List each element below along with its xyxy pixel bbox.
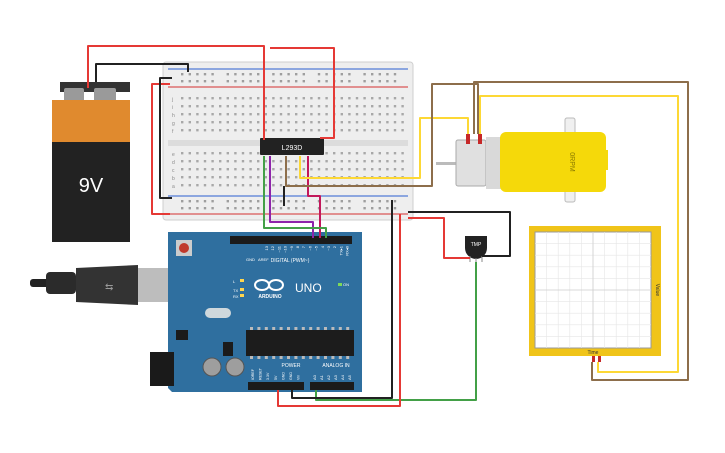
breadboard-row-labels: j i h g f e d c b a bbox=[171, 97, 175, 190]
tmp-label: TMP bbox=[471, 242, 482, 248]
digital-pin-label: 4 bbox=[320, 245, 325, 248]
row-label-i: i bbox=[172, 105, 173, 111]
wire-red-5v bbox=[277, 214, 401, 407]
digital-pin-label: ~6 bbox=[307, 245, 312, 250]
on-label: ON bbox=[343, 282, 349, 287]
power-pin-label: GND bbox=[281, 372, 285, 380]
power-header[interactable] bbox=[248, 382, 304, 390]
wire-battery-negative bbox=[95, 63, 189, 82]
row-label-d: d bbox=[172, 160, 175, 166]
plotter[interactable]: Time Value bbox=[529, 226, 661, 362]
led-tx-label: TX bbox=[233, 288, 238, 293]
temperature-sensor[interactable]: TMP bbox=[465, 236, 487, 264]
wire-rail-left-black bbox=[159, 77, 172, 199]
atmega-chip bbox=[246, 330, 354, 356]
l293d-chip[interactable]: L293D bbox=[260, 138, 324, 155]
motor-rpm-label: 0RPM bbox=[568, 152, 575, 172]
digital-pin-label: TX▸1 bbox=[338, 245, 343, 255]
digital-header[interactable] bbox=[230, 236, 352, 244]
analog-pin-label: A4 bbox=[340, 374, 345, 380]
wire-yellow-plotter bbox=[479, 95, 679, 373]
wire-brown-motor bbox=[285, 83, 479, 187]
analog-pin-label: A1 bbox=[319, 374, 324, 380]
reset-button[interactable] bbox=[179, 243, 189, 253]
row-label-a: a bbox=[172, 184, 175, 190]
wire-red-top-chip bbox=[270, 47, 335, 139]
wire-green-a0 bbox=[315, 262, 477, 401]
power-pin-label: 3.3V bbox=[266, 372, 270, 380]
analog-pin-label: A0 bbox=[312, 374, 317, 380]
analog-pin-label: A3 bbox=[333, 374, 338, 380]
row-label-b: b bbox=[172, 176, 175, 182]
wire-black-tmp bbox=[408, 211, 511, 257]
digital-header-label: DIGITAL (PWM~) bbox=[271, 258, 310, 264]
analog-header[interactable] bbox=[310, 382, 354, 390]
wire-black-gnd bbox=[291, 200, 393, 399]
wire-magenta bbox=[307, 156, 321, 238]
digital-pin-label: 13 bbox=[264, 245, 269, 250]
row-label-e: e bbox=[172, 152, 175, 158]
digital-pin-label: RX◂0 bbox=[345, 245, 350, 256]
power-pin-label: GND bbox=[289, 372, 293, 380]
power-jack[interactable] bbox=[150, 352, 174, 386]
usb-cable: ⇆ bbox=[30, 265, 172, 305]
wire-red-tmp bbox=[408, 217, 470, 259]
analog-pin-label: A5 bbox=[347, 374, 352, 380]
wire-purple bbox=[269, 156, 314, 238]
battery-label: 9V bbox=[79, 175, 104, 197]
wire-brown-plotter bbox=[473, 81, 689, 381]
brand-label: ARDUINO bbox=[258, 294, 281, 300]
wire-yellow-motor bbox=[299, 117, 469, 179]
model-label: UNO bbox=[295, 281, 322, 295]
wire-green-chip bbox=[263, 156, 327, 238]
dc-motor[interactable]: 0RPM bbox=[436, 117, 608, 203]
digital-pin-label: ~3 bbox=[326, 245, 331, 250]
power-pin-label: RESET bbox=[259, 367, 263, 380]
led-rx-label: RX bbox=[233, 294, 239, 299]
digital-pin-label: ~5 bbox=[314, 245, 319, 250]
analog-header-label: ANALOG IN bbox=[322, 363, 350, 369]
arduino-logo: ARDUINO bbox=[254, 279, 284, 300]
analog-pin-label: A2 bbox=[326, 374, 331, 380]
row-label-f: f bbox=[172, 129, 174, 135]
plot-grid bbox=[535, 232, 651, 348]
power-pin-label: 5V bbox=[274, 375, 278, 380]
row-label-h: h bbox=[172, 113, 175, 119]
digital-pin-label: 2 bbox=[332, 245, 337, 248]
row-label-g: g bbox=[172, 121, 175, 127]
wires bbox=[87, 45, 689, 407]
digital-pin-label: ~11 bbox=[276, 245, 281, 252]
usb-icon: ⇆ bbox=[105, 282, 113, 293]
wire-battery-positive bbox=[87, 45, 265, 140]
digital-pin-label: 7 bbox=[301, 245, 306, 248]
power-header-label: POWER bbox=[282, 363, 301, 369]
digital-pin-label: 12 bbox=[270, 245, 275, 250]
aref-label: AREF bbox=[258, 257, 269, 262]
battery-9v[interactable]: 9V bbox=[52, 82, 130, 242]
digital-pin-label: 8 bbox=[295, 245, 300, 248]
digital-pin-label: ~9 bbox=[289, 245, 294, 250]
digital-pin-label: ~10 bbox=[283, 245, 288, 253]
led-l-label: L bbox=[233, 279, 236, 284]
power-pin-label: Vin bbox=[297, 375, 301, 380]
row-label-c: c bbox=[172, 168, 175, 174]
power-pin-label: IOREF bbox=[251, 368, 255, 380]
plot-y-label: Value bbox=[654, 284, 660, 297]
gnd-label: GND bbox=[246, 257, 255, 262]
row-label-j: j bbox=[171, 97, 173, 103]
chip-label: L293D bbox=[282, 145, 303, 152]
plot-x-label: Time bbox=[588, 350, 599, 356]
